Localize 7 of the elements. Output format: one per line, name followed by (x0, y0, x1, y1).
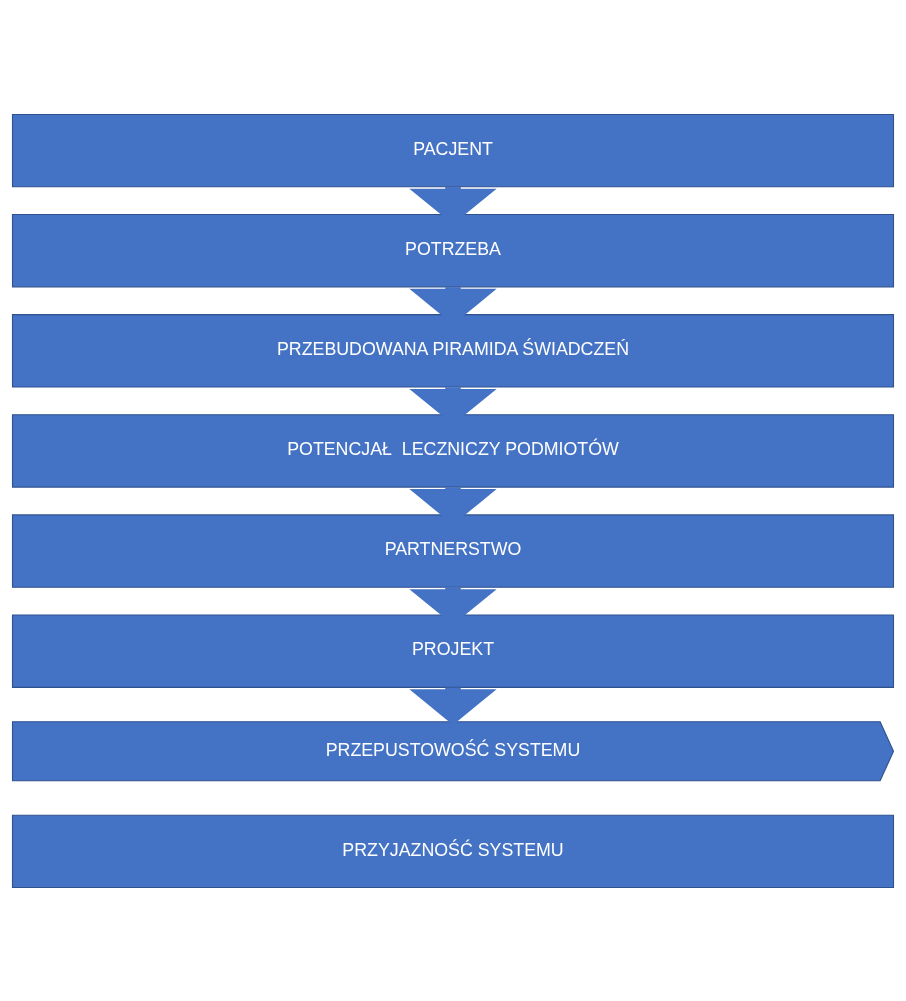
node-box: PACJENT (11, 113, 895, 187)
node-box: PARTNERSTWO (11, 513, 895, 588)
node-box: PRZEBUDOWANA PIRAMIDA ŚWIADCZEŃ (11, 313, 895, 388)
node-box: PROJEKT (11, 613, 895, 688)
node-box: PRZYJAZNOŚĆ SYSTEMU (11, 814, 895, 888)
node-box: POTENCJAŁ LECZNICZY PODMIOTÓW (11, 413, 895, 488)
node-box: POTRZEBA (11, 213, 895, 287)
